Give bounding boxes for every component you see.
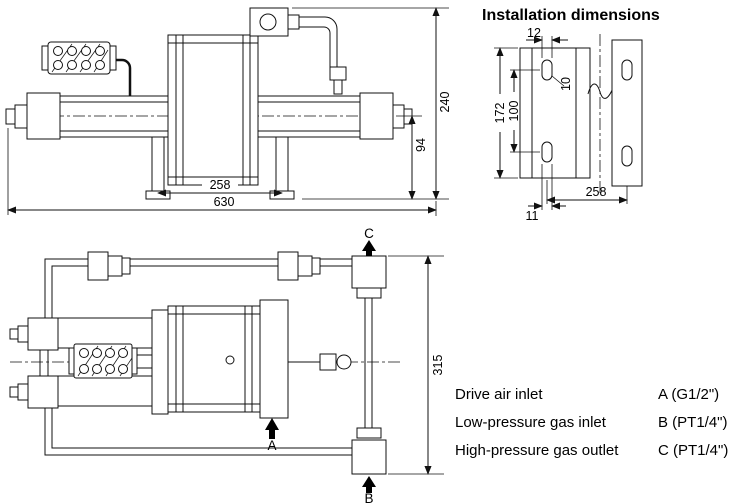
right-flange-plate — [259, 299, 289, 419]
dim-total-width-label: 630 — [214, 195, 235, 209]
port-b-label: B — [364, 491, 373, 504]
port-legend: Drive air inlet A (G1/2") Low-pressure g… — [455, 380, 747, 464]
bracket-front-plate — [519, 47, 591, 179]
legend-row-high-pressure: High-pressure gas outlet C (PT1/4") — [455, 436, 747, 464]
left-end-cap — [5, 92, 61, 140]
legend-value: A (G1/2") — [658, 385, 720, 403]
legend-label: Low-pressure gas inlet — [455, 413, 606, 431]
dim-depth-label: 315 — [431, 355, 445, 376]
top-port-and-elbow — [249, 7, 347, 95]
dim-height-total-label: 172 — [493, 103, 507, 124]
bracket-side-plate — [611, 39, 643, 187]
legend-value: B (PT1/4") — [658, 413, 728, 431]
dim-slot-width-label: 12 — [527, 26, 541, 40]
check-valve-blocks — [9, 317, 59, 409]
high-pressure-outlet-pipe — [44, 251, 352, 318]
air-cylinder-body-top — [167, 305, 261, 413]
top-view-drawing: C B A 315 — [9, 226, 445, 504]
port-a-arrow — [265, 418, 279, 439]
right-end-cap — [359, 92, 413, 140]
air-cylinder-body — [167, 34, 259, 186]
port-a-label: A — [267, 438, 276, 453]
legend-label: Drive air inlet — [455, 385, 543, 403]
port-c-label: C — [364, 226, 374, 241]
muffler — [41, 41, 132, 96]
left-flange-plate — [151, 309, 169, 415]
dim-foot-spacing-label: 258 — [210, 178, 231, 192]
port-c-arrow — [362, 240, 376, 256]
dim-total-height-label: 240 — [438, 92, 452, 113]
legend-row-drive-air: Drive air inlet A (G1/2") — [455, 380, 747, 408]
dim-hole-spacing-label: 100 — [507, 101, 521, 122]
installation-dimensions-title: Installation dimensions — [482, 7, 660, 24]
dim-axis-height-label: 94 — [414, 138, 428, 152]
bracket-drawing: 12 10 172 100 258 11 — [492, 26, 643, 222]
dim-hole-label: 10 — [559, 77, 573, 91]
muffler-top-view — [68, 343, 153, 379]
legend-value: C (PT1/4") — [658, 441, 729, 459]
right-vertical-pipe — [356, 287, 382, 439]
legend-row-low-pressure: Low-pressure gas inlet B (PT1/4") — [455, 408, 747, 436]
legend-label: High-pressure gas outlet — [455, 441, 619, 459]
break-symbol — [587, 83, 614, 99]
port-c-block — [351, 255, 387, 289]
port-b-arrow — [362, 476, 376, 493]
side-view-drawing: 258 630 240 94 — [5, 7, 452, 216]
dim-bracket-spacing-label: 258 — [586, 185, 607, 199]
gauge-port — [288, 353, 352, 371]
dim-thickness-label: 11 — [526, 209, 539, 222]
low-pressure-inlet-pipe — [44, 408, 352, 456]
port-b-block — [351, 439, 387, 475]
